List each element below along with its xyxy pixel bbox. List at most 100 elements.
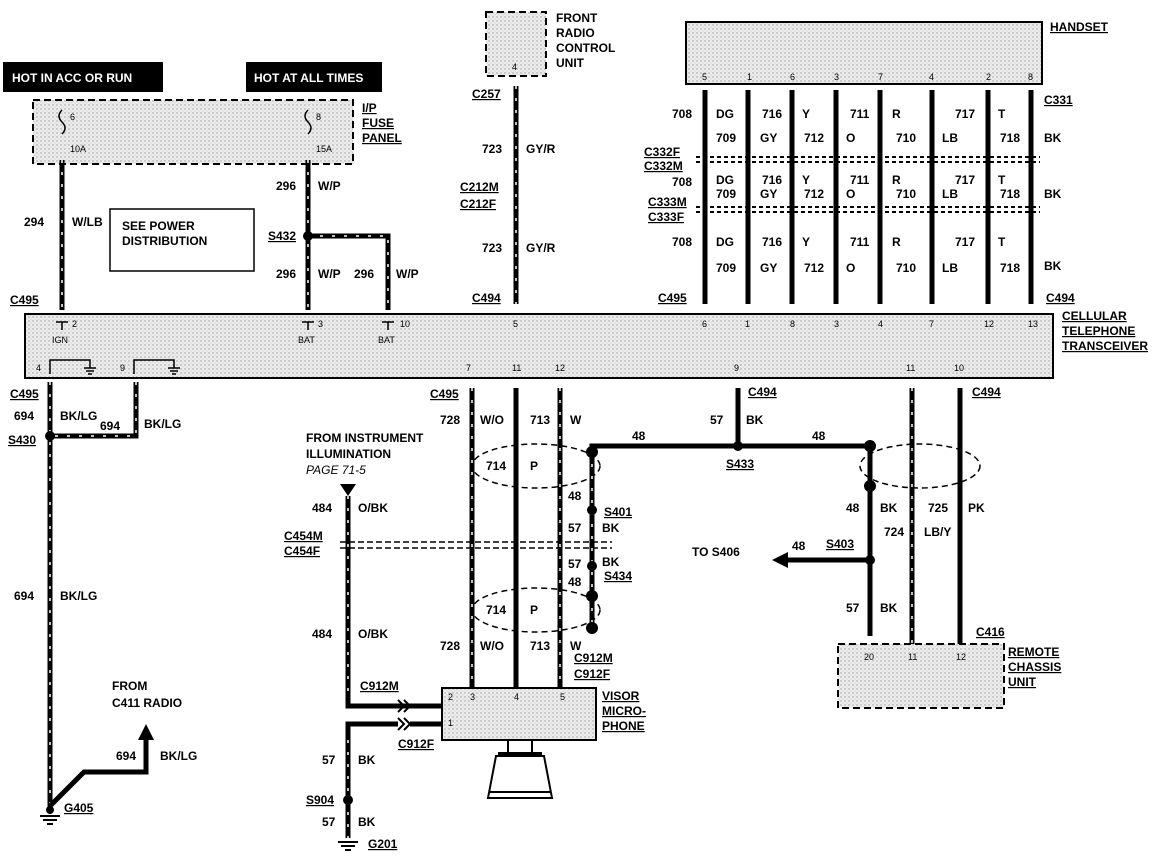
handset-pin: 5	[702, 72, 707, 82]
wire-296-color-2: W/P	[318, 267, 341, 281]
pin-4b: 4	[36, 363, 41, 373]
internal-ground-icons	[49, 359, 180, 375]
bundle-label: 712	[804, 187, 824, 201]
fuse-6-pin: 6	[70, 112, 75, 122]
rcu-wires	[909, 388, 963, 644]
remote-chassis-box	[837, 643, 1005, 709]
pin-bat-1: BAT	[298, 335, 315, 345]
pin-5: 5	[513, 319, 518, 329]
wire-723-color-2: GY/R	[526, 241, 556, 255]
bundle-label: 710	[896, 187, 916, 201]
handset-pin: 6	[790, 72, 795, 82]
connector-c495-handset: C495	[658, 291, 687, 305]
page-reference: PAGE 71-5	[306, 463, 366, 477]
connector-c416: C416	[976, 625, 1005, 639]
pin-4: 4	[878, 319, 883, 329]
pin-10b: 10	[954, 363, 964, 373]
bundle-label: T	[998, 235, 1006, 249]
wire-57-color-s401: BK	[602, 521, 620, 535]
drain-dot-lower	[586, 590, 598, 602]
wire-57-num-s434: 57	[568, 557, 582, 571]
wire-57-color-rcu: BK	[880, 601, 898, 615]
bundle-label: LB	[942, 261, 958, 275]
wire-296-color-1: W/P	[318, 179, 341, 193]
bundle-label: T	[998, 173, 1006, 187]
fuse-panel-box	[32, 99, 354, 165]
bundle-label: 716	[762, 235, 782, 249]
wire-57-color-s434: BK	[602, 555, 620, 569]
wire-718-bk-2: BK	[1044, 187, 1062, 201]
pin-1: 1	[745, 319, 750, 329]
bundle-label: DG	[716, 173, 734, 187]
wire-723-num-1: 723	[482, 142, 502, 156]
wire-484-num-2: 484	[312, 627, 332, 641]
ground-g405-label: G405	[64, 801, 94, 815]
microphone-icon	[486, 739, 554, 799]
bundle-label: 711	[850, 235, 870, 249]
handset-pin: 1	[747, 72, 752, 82]
wire-728-num-2: 728	[440, 639, 460, 653]
handset-bundle-wires	[702, 90, 1034, 304]
wire-713-num-1: 713	[530, 413, 550, 427]
wire-484-color-2: O/BK	[358, 627, 388, 641]
wire-713-color-2: W	[570, 639, 582, 653]
wire-48-num-2: 48	[812, 429, 826, 443]
connector-c495-center: C495	[430, 387, 459, 401]
wire-48-color-rcu: BK	[880, 501, 898, 515]
shield-upper	[471, 443, 601, 489]
bundle-label: LB	[942, 187, 958, 201]
bundle-label: 711	[850, 173, 870, 187]
hot-all-times-label: HOT AT ALL TIMES	[254, 71, 363, 85]
pin-9b: 9	[734, 363, 739, 373]
transceiver-label-3: TRANSCEIVER	[1062, 339, 1148, 353]
wire-714-color-2: P	[530, 603, 538, 617]
visor-mic-pins: 2 3 4 5 1	[448, 692, 565, 728]
arrow-left-icon	[772, 552, 788, 568]
splice-s433-label: S433	[726, 457, 754, 471]
connector-c494-rcu: C494	[972, 385, 1001, 399]
connector-c495-top-left: C495	[10, 293, 39, 307]
wire-694-num-4: 694	[116, 749, 136, 763]
see-power-line-1: SEE POWER	[122, 219, 195, 233]
splice-s403-label: S403	[826, 537, 854, 551]
transceiver-box	[24, 313, 1054, 379]
connector-c333m: C333M	[648, 195, 687, 209]
bundle-label: Y	[802, 235, 810, 249]
bundle-label: 711	[850, 107, 870, 121]
splice-s432-dot	[303, 231, 313, 241]
bundle-label: GY	[760, 131, 777, 145]
wire-296-num-1: 296	[276, 179, 296, 193]
pin-3: 3	[318, 319, 323, 329]
shield-lower	[471, 587, 601, 633]
bundle-label: Y	[802, 107, 810, 121]
visor-mic-label-2: MICRO-	[602, 704, 646, 718]
bundle-label: 709	[716, 187, 736, 201]
wire-718-bk-1: BK	[1044, 131, 1062, 145]
fuse-6-amp: 10A	[70, 144, 86, 154]
wire-57-num-s401: 57	[568, 521, 582, 535]
visor-mic-box	[441, 687, 597, 741]
wire-694-num-2: 694	[100, 419, 120, 433]
bundle-label: GY	[760, 261, 777, 275]
bundle-label: DG	[716, 235, 734, 249]
transceiver-label-1: CELLULAR	[1062, 309, 1127, 323]
front-radio-pin: 4	[512, 62, 517, 72]
bundle-label: O	[846, 261, 855, 275]
wire-57-num-rcu: 57	[846, 601, 860, 615]
connector-c494-mid: C494	[472, 291, 501, 305]
wire-694-branch	[50, 382, 139, 439]
fuse-panel-label-2: FUSE	[362, 116, 394, 130]
wire-728-num-1: 728	[440, 413, 460, 427]
from-radio-line-1: FROM	[112, 679, 147, 693]
handset-pins: 5 1 6 3 7 4 2 8	[702, 72, 1033, 82]
wire-484-color-1: O/BK	[358, 501, 388, 515]
pin-13: 13	[1028, 319, 1038, 329]
wire-484-to-mic	[345, 700, 420, 709]
mic-pin: 4	[514, 692, 519, 702]
wire-296-color-3: W/P	[396, 267, 419, 281]
bundle-label: O	[846, 187, 855, 201]
arrow-down-icon	[340, 484, 356, 496]
handset-box	[685, 21, 1043, 85]
connector-c912f-left: C912F	[398, 737, 434, 751]
connector-c331: C331	[1044, 93, 1073, 107]
